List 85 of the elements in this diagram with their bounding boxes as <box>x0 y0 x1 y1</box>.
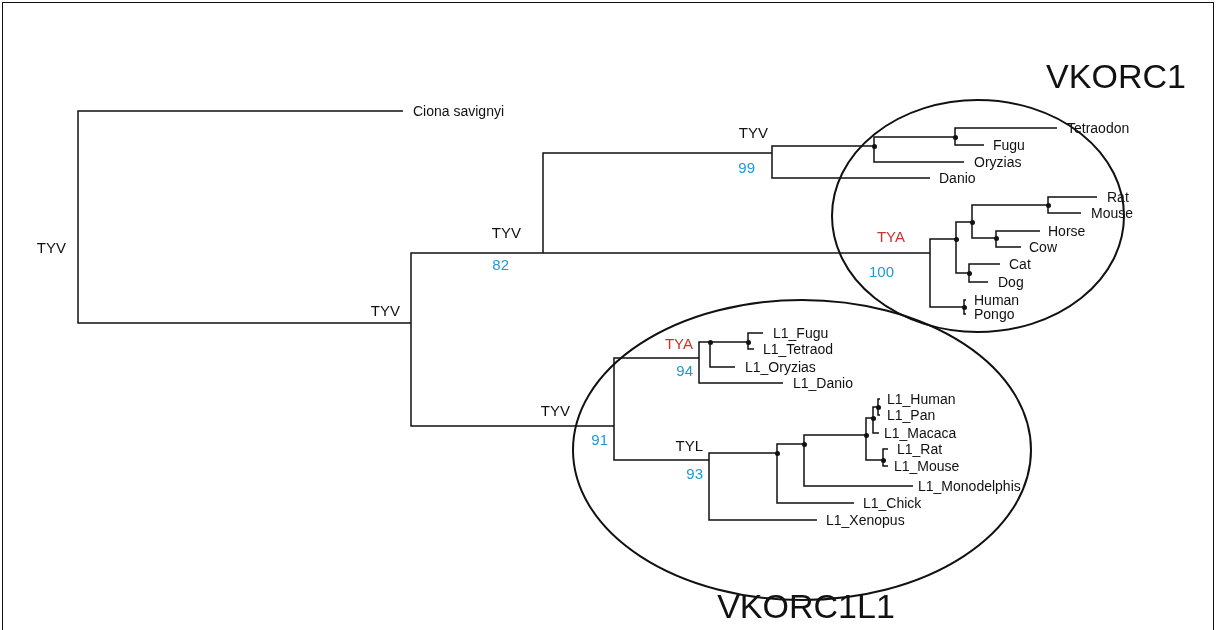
taxon-label: L1_Mouse <box>888 458 960 474</box>
taxon-label: Fugu <box>984 137 1025 153</box>
support-value: 91 <box>591 431 608 449</box>
branch-line <box>747 332 764 343</box>
taxon-label: L1_Fugu <box>763 325 829 341</box>
branch-line <box>873 136 956 147</box>
branch-line <box>882 448 889 461</box>
clade-title: VKORC1 <box>1046 57 1186 95</box>
branch-line <box>771 145 875 154</box>
branch-node <box>871 143 877 149</box>
taxon-label: Pongo <box>966 306 1015 322</box>
branch-line <box>410 252 544 324</box>
taxon-label: L1_Macaca <box>879 425 957 441</box>
branch-line <box>542 252 931 254</box>
taxon-label: L1_Pan <box>880 407 936 423</box>
taxon-label: L1_Danio <box>783 375 853 391</box>
taxon-label: L1_Human <box>880 391 956 407</box>
taxon-label: L1_Xenopus <box>817 512 905 528</box>
branch-line <box>698 341 711 359</box>
taxon-label: L1_Oryzias <box>735 359 816 375</box>
motif-label: TYL <box>675 437 703 455</box>
support-value: 99 <box>738 159 755 177</box>
branch-node <box>961 304 967 310</box>
taxon-label: L1_Rat <box>888 441 943 457</box>
branch-node <box>880 457 886 463</box>
motif-label: TYV <box>738 124 768 142</box>
support-value: 94 <box>676 362 693 380</box>
taxon-label: Human <box>966 292 1020 308</box>
branch-line <box>77 110 404 218</box>
motif-label: TYV <box>540 402 570 420</box>
motif-label: TYA <box>664 335 693 353</box>
branch-line <box>803 434 867 445</box>
branch-line <box>708 452 778 461</box>
branch-line <box>613 425 710 461</box>
taxon-label: L1_Chick <box>854 495 922 511</box>
branch-line <box>971 204 1049 223</box>
branch-line <box>613 357 700 427</box>
taxon-label: L1_Monodelphis <box>913 478 1021 494</box>
branch-line <box>542 152 773 254</box>
branch-line <box>865 417 874 436</box>
branch-line <box>1047 196 1098 206</box>
support-value: 82 <box>492 256 509 274</box>
motif-label: TYV <box>491 224 521 242</box>
branch-line <box>708 459 818 521</box>
branch-line <box>968 263 1001 274</box>
branch-node <box>969 219 975 225</box>
motif-label: TYV <box>370 302 400 320</box>
branch-node <box>870 415 876 421</box>
taxon-label: Dog <box>988 274 1024 290</box>
branch-line <box>954 127 1058 138</box>
support-value: 93 <box>686 465 703 483</box>
branch-line <box>776 443 805 454</box>
taxon-label: Ciona savignyi <box>403 103 505 119</box>
motif-label: TYA <box>876 228 905 246</box>
branch-node <box>774 450 780 456</box>
branch-line <box>929 238 957 254</box>
taxon-label: Oryzias <box>964 154 1022 170</box>
branch-line <box>963 299 967 308</box>
motif-label: TYV <box>36 239 66 257</box>
taxon-label: L1_Tetraod <box>754 341 834 357</box>
branch-line <box>410 322 615 427</box>
branch-line <box>877 398 881 408</box>
branch-node <box>801 441 807 447</box>
branch-line <box>771 152 931 179</box>
taxon-label: Horse <box>1040 223 1086 239</box>
branch-node <box>953 236 959 242</box>
branch-node <box>863 432 869 438</box>
taxon-label: Danio <box>930 170 976 186</box>
branch-line <box>77 216 412 324</box>
branch-node <box>745 339 751 345</box>
branch-node <box>1045 202 1051 208</box>
taxon-label: Cat <box>1000 256 1031 272</box>
branch-line <box>955 221 973 240</box>
branch-node <box>952 134 958 140</box>
taxon-label: Cow <box>1021 239 1057 255</box>
branch-line <box>995 230 1041 239</box>
branch-line <box>929 252 965 308</box>
branch-line <box>872 406 879 419</box>
branch-line <box>698 357 784 384</box>
branch-node <box>993 235 999 241</box>
branch-node <box>875 404 881 410</box>
branch-node <box>707 339 713 345</box>
support-value: 100 <box>868 263 894 281</box>
clade-title: VKORC1L1 <box>717 587 895 625</box>
branch-node <box>966 270 972 276</box>
